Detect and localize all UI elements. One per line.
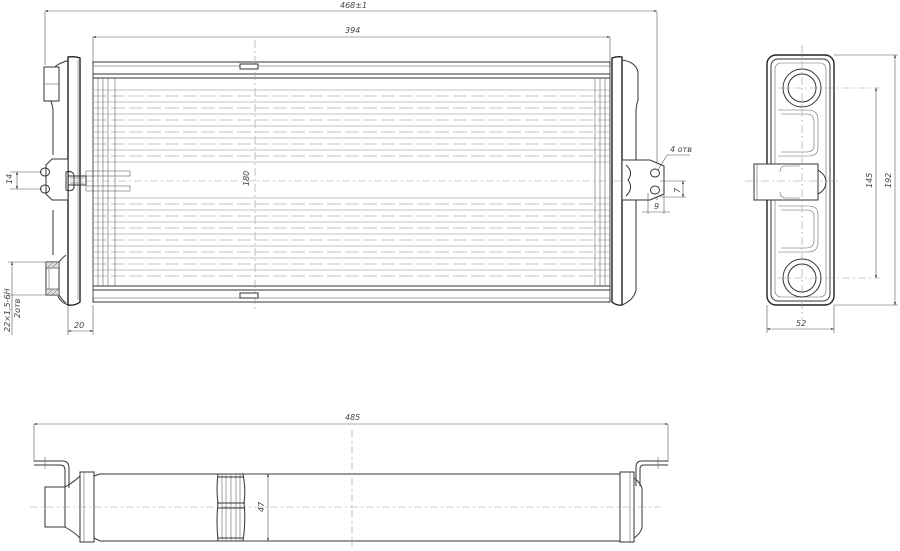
- dim-tube-diameter: 47: [243, 473, 272, 542]
- right-bracket-top: [635, 460, 668, 486]
- left-lower-fitting: [45, 261, 60, 296]
- label-core-height: 180: [242, 171, 251, 186]
- left-mount-bracket: [45, 158, 69, 201]
- label-overall-width: 468±1: [340, 1, 367, 10]
- top-clip: [239, 63, 259, 70]
- radiator-core: 180: [70, 40, 650, 310]
- label-bracket-holes: 4 отв: [670, 145, 692, 154]
- dim-fitting-offset: 20: [67, 305, 94, 335]
- label-overall-length: 485: [345, 413, 360, 422]
- label-pipe-spacing: 145: [865, 173, 874, 188]
- dim-pipe-spacing: 145: [865, 87, 877, 279]
- dim-depth: 52: [766, 305, 835, 333]
- label-bracket-offset: 9: [654, 202, 659, 211]
- left-bracket-top: [34, 460, 70, 488]
- top-view: 485: [30, 413, 669, 547]
- dim-bracket-holes: 4 отв: [657, 145, 692, 171]
- center-band: [216, 473, 246, 542]
- dim-overall-length: 485: [33, 413, 669, 462]
- bottom-clip: [239, 292, 259, 299]
- side-mount-bracket: [753, 163, 819, 201]
- label-depth: 52: [796, 319, 806, 328]
- label-fitting-offset: 20: [74, 321, 84, 330]
- label-bracket-spacing-left: 14: [5, 174, 14, 184]
- side-view: 145 192 52: [745, 45, 898, 333]
- dim-bracket-spacing-left: 14: [5, 171, 42, 190]
- label-fitting-count: 2отв: [13, 298, 22, 318]
- label-bracket-pitch: 7: [673, 187, 682, 193]
- front-view: 468±1 394: [3, 1, 692, 335]
- dim-core-width: 394: [92, 26, 611, 62]
- label-core-width: 394: [345, 26, 360, 35]
- dim-bracket-offset: 9: [642, 193, 670, 214]
- dim-fitting-thread: 22×1,5-6H 2отв: [3, 261, 46, 335]
- label-overall-height: 192: [884, 173, 893, 188]
- dim-overall-height: 192: [834, 54, 898, 306]
- label-tube-diameter: 47: [257, 501, 266, 512]
- label-fitting-thread: 22×1,5-6H: [3, 288, 12, 332]
- dim-bracket-pitch: 7: [660, 180, 686, 198]
